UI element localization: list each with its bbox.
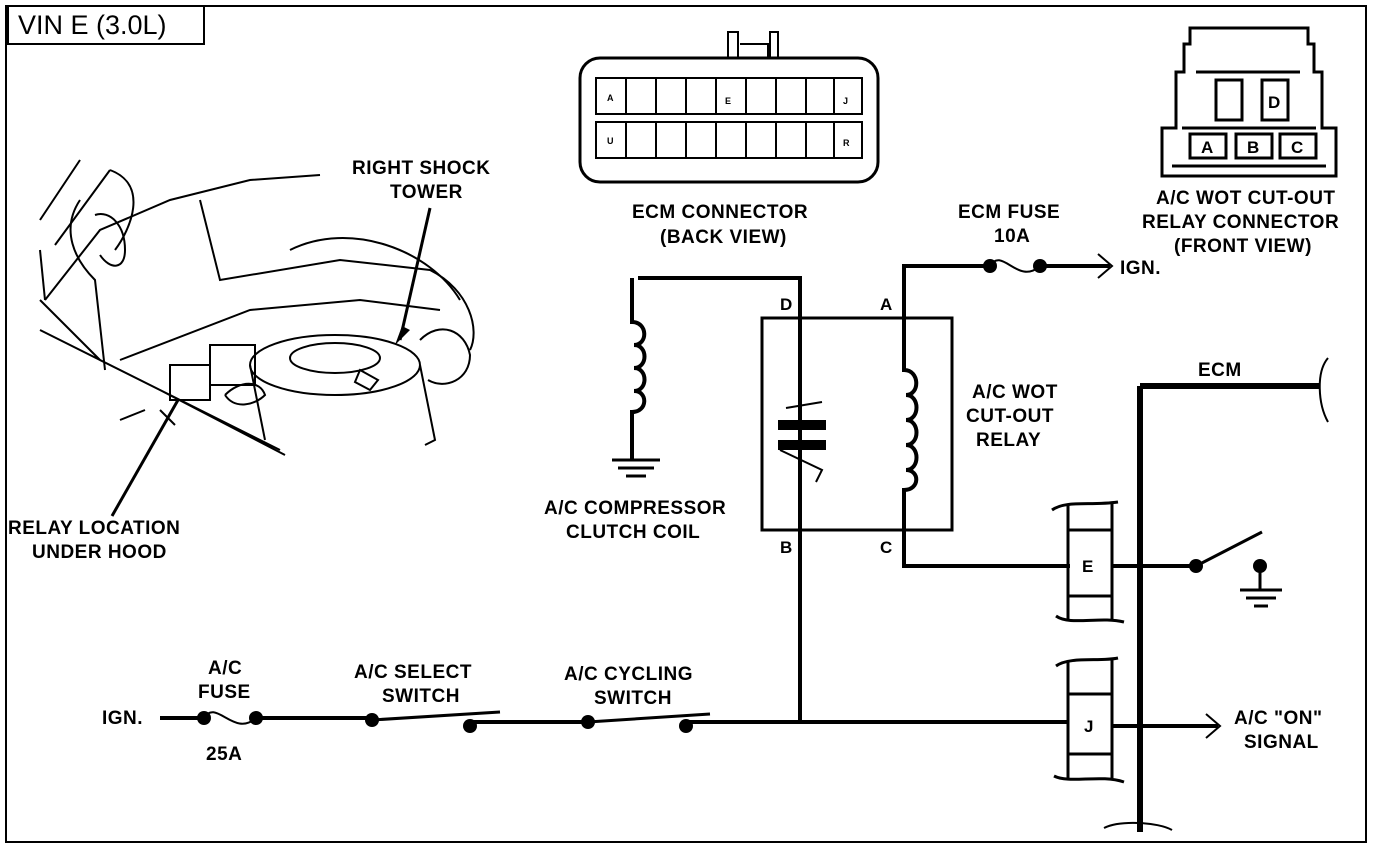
relay-terminal-d: D [780,295,792,314]
ecm-label: ECM [1198,360,1242,381]
relay-terminal-b: B [780,538,792,557]
relay-terminal-a: A [880,295,892,314]
ecm-pin-j-label: J [1084,717,1093,736]
cycling-switch-label-1: A/C CYCLING [564,664,693,685]
shock-tower-arrowhead [395,326,410,345]
ecm-fuse-wire [902,264,1110,318]
ac-fuse-label-2: FUSE [198,682,251,703]
relay-location-label-1: RELAY LOCATION [8,518,180,539]
ac-fuse-symbol [203,711,257,725]
ac-fuse-label-1: A/C [208,658,242,679]
ecm-pin-a: A [607,93,614,103]
ac-on-signal-label-1: A/C "ON" [1234,708,1323,729]
page-title: VIN E (3.0L) [18,10,167,40]
ecm-pin-r: R [843,138,850,148]
title-box: VIN E (3.0L) [7,5,205,45]
clutch-coil [630,278,647,460]
ac-select-switch [371,710,501,722]
relay-location-pointer [110,399,180,517]
ecm-bus [1137,383,1320,832]
ecm-fuse-label: ECM FUSE [958,202,1060,223]
relay-terminal-c: C [880,538,892,557]
ecm-fuse-rating: 10A [994,226,1030,247]
relay-location-label-2: UNDER HOOD [32,542,167,563]
relay-coil [902,318,1070,568]
shock-tower-label-2: TOWER [390,182,463,203]
relay-conn-pin-c: C [1291,138,1303,157]
ac-cycling-switch [587,712,711,724]
select-switch-label-1: A/C SELECT [354,662,472,683]
engine-bay-illustration [39,159,475,456]
ecm-connector-e [1051,500,1125,624]
relay-conn-pin-d: D [1268,93,1280,112]
relay-contact-wire [638,276,802,720]
ecm-connector-label-1: ECM CONNECTOR [632,202,808,223]
clutch-coil-label-2: CLUTCH COIL [566,522,700,543]
ecm-pin-e: E [725,96,731,106]
relay-connector-label-3: (FRONT VIEW) [1174,236,1312,257]
ecm-fuse-arrow [1097,253,1114,279]
ground-icon [612,458,660,478]
relay-label-2: CUT-OUT [966,406,1054,427]
ac-fuse-ign-label: IGN. [102,708,143,729]
clutch-coil-label-1: A/C COMPRESSOR [544,498,726,519]
ecm-break-bottom [1103,821,1173,831]
ecm-e-switch [1195,530,1263,568]
shock-tower-pointer [398,207,432,341]
ac-on-signal-arrow [1205,713,1222,739]
ecm-fuse-symbol [989,259,1041,273]
relay-box [760,316,954,532]
relay-label-3: RELAY [976,430,1041,451]
ecm-pin-e-label: E [1082,557,1093,576]
select-switch-label-2: SWITCH [382,686,460,707]
ecm-connector-icon: A E J U R [578,31,880,184]
relay-contacts [778,401,826,483]
relay-label-1: A/C WOT [972,382,1058,403]
shock-tower-label-1: RIGHT SHOCK [352,158,491,179]
ecm-pin-j: J [843,96,848,106]
ecm-fuse-ign-label: IGN. [1120,258,1161,279]
ac-fuse-rating: 25A [206,744,242,765]
ac-on-signal-label-2: SIGNAL [1244,732,1319,753]
relay-connector-label-1: A/C WOT CUT-OUT [1156,188,1336,209]
ecm-e-ground-icon [1240,566,1282,608]
relay-conn-pin-a: A [1201,138,1213,157]
cycling-switch-label-2: SWITCH [594,688,672,709]
relay-conn-pin-b: B [1247,138,1259,157]
ecm-connector-label-2: (BACK VIEW) [660,227,787,248]
diagram-border [5,5,1367,843]
ecm-pin-u: U [607,136,614,146]
relay-connector-icon [1160,26,1338,178]
relay-connector-label-2: RELAY CONNECTOR [1142,212,1339,233]
ecm-break-top [1318,357,1329,423]
